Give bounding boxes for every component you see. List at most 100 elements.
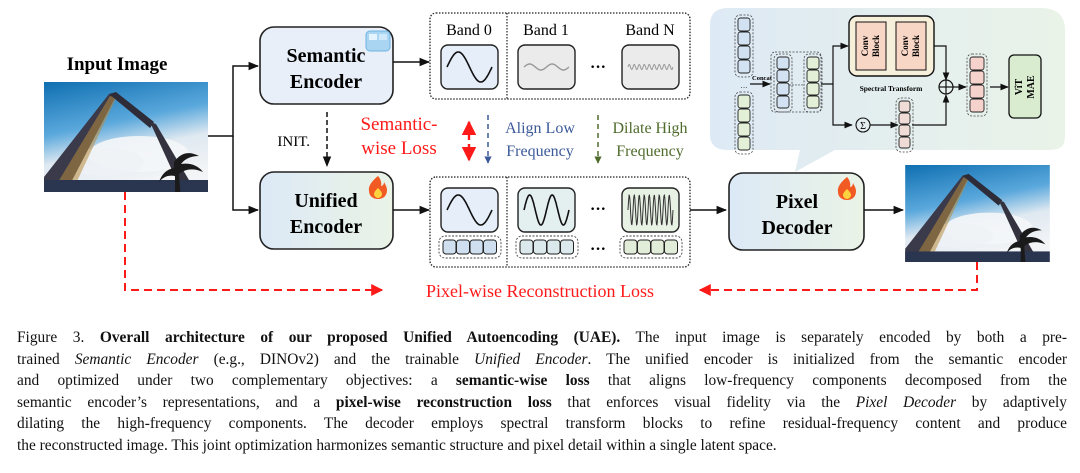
- caption-line: Figure 3. Overall architecture of our pr…: [17, 327, 1067, 349]
- caption-text: (e.g., DINOv2) and the trainable: [198, 350, 475, 368]
- token: [737, 122, 751, 137]
- token: [737, 108, 751, 123]
- token: [483, 239, 497, 255]
- fire-icon: [368, 176, 387, 199]
- unified-band-1-wave: [523, 194, 570, 226]
- token: [898, 112, 911, 125]
- pixel-decoder-block: Pixel Decoder: [728, 172, 865, 251]
- conv-block-2-line2: Block: [911, 35, 921, 57]
- token: [969, 56, 985, 71]
- token: [776, 69, 790, 83]
- concat-ellipsis: ·····: [789, 80, 804, 90]
- dilate-high-line2: Frequency: [616, 143, 684, 160]
- token: [969, 84, 985, 99]
- caption-bold-text: pixel-wise reconstruction loss: [335, 393, 552, 411]
- semantic-loss-line2: wise Loss: [361, 138, 436, 159]
- fire-icon: [837, 177, 856, 200]
- band-0-label: Band 0: [446, 22, 492, 39]
- token: [898, 100, 911, 113]
- pixel-loss-path: [124, 192, 978, 296]
- caption-text: the reconstructed image. This joint opti…: [17, 436, 777, 454]
- band-0-tokens: [438, 235, 502, 259]
- unified-band-ellipsis-bottom: ···: [590, 241, 606, 258]
- band-0-wave: [446, 51, 493, 83]
- input-split-arrows: [208, 61, 260, 215]
- token: [637, 239, 651, 255]
- init-label: INIT.: [277, 134, 310, 150]
- token: [776, 56, 790, 70]
- semantic-encoder-line2: Encoder: [290, 71, 362, 93]
- token: [560, 239, 574, 255]
- unified-encoder-line1: Unified: [294, 190, 357, 212]
- caption-line: the reconstructed image. This joint opti…: [17, 435, 1067, 457]
- figure-caption: Figure 3. Overall architecture of our pr…: [17, 327, 1067, 457]
- input-image-label: Input Image: [67, 54, 168, 75]
- token: [806, 95, 820, 109]
- token: [806, 69, 820, 83]
- caption-text: dilating the high-frequency components. …: [17, 415, 1067, 433]
- token: [519, 239, 534, 255]
- unified-encoder-line2: Encoder: [290, 216, 362, 238]
- token: [737, 31, 751, 46]
- vit-label-line1: ViT: [1014, 79, 1025, 96]
- token: [664, 239, 678, 255]
- caption-text: The input image is separately encoded by…: [620, 329, 1068, 346]
- semantic-band-decomposition: Band 0 Band 1 Band N ···: [429, 12, 691, 100]
- token: [969, 70, 985, 85]
- conv-block-2-line1: Conv: [900, 35, 910, 56]
- token: [456, 239, 470, 255]
- pixel-loss-label: Pixel-wise Reconstruction Loss: [426, 281, 654, 301]
- input-image: [44, 82, 208, 192]
- token: [969, 98, 985, 113]
- band-1-wave: [523, 63, 570, 71]
- conv-block-1-line2: Block: [871, 35, 881, 57]
- band-n-wave: [627, 63, 674, 71]
- token: [737, 45, 751, 60]
- token: [737, 59, 751, 74]
- caption-text: semantic encoder’s representations, and …: [17, 393, 336, 411]
- token: [533, 239, 547, 255]
- dilate-high-line1: Dilate High: [612, 120, 687, 137]
- caption-bold-text: Overall architecture of our proposed Uni…: [99, 329, 621, 346]
- unified-band-decomposition: ··· ···: [429, 176, 691, 268]
- unified-encoder-block: Unified Encoder: [259, 171, 394, 250]
- caption-text: trained: [17, 350, 75, 368]
- vit-label-line2: MAE: [1026, 75, 1037, 99]
- caption-line: semantic encoder’s representations, and …: [17, 392, 1067, 414]
- token: [776, 82, 790, 96]
- svg-text:···: ···: [741, 84, 748, 92]
- unified-band-ellipsis-top: ···: [590, 201, 606, 218]
- unified-band-n-wave: [627, 193, 674, 227]
- band-n-label: Band N: [625, 22, 675, 39]
- token: [650, 239, 665, 255]
- token: [898, 136, 911, 149]
- concat-label: Concat: [752, 75, 773, 82]
- unified-band-0-wave: [446, 194, 493, 226]
- align-low-line2: Frequency: [506, 143, 574, 160]
- caption-text: . The unified encoder is initialized fro…: [587, 350, 1068, 368]
- token: [737, 136, 751, 151]
- band-1-label: Band 1: [523, 22, 569, 39]
- caption-text: that enforces visual fidelity via the: [551, 393, 856, 411]
- semantic-loss-line1: Semantic-: [360, 114, 437, 135]
- token: [623, 239, 638, 255]
- token: [898, 124, 911, 137]
- pixel-decoder-line1: Pixel: [776, 191, 819, 213]
- pixel-decoder-line2: Decoder: [761, 217, 832, 239]
- semantic-encoder-block: Semantic Encoder: [259, 26, 394, 105]
- token: [776, 95, 790, 109]
- token: [737, 17, 751, 32]
- band-1-tokens: [515, 235, 579, 259]
- align-low-line1: Align Low: [505, 120, 575, 137]
- band-ellipsis: ···: [590, 59, 606, 76]
- token: [546, 239, 561, 255]
- token: [737, 94, 751, 109]
- caption-bold-text: semantic-wise loss: [455, 372, 590, 390]
- caption-line: trained Semantic Encoder (e.g., DINOv2) …: [17, 349, 1067, 371]
- caption-text: and optimized under two complementary ob…: [17, 372, 456, 390]
- spectral-transform-inset: ··· Concat ····· Conv Block Conv Block S…: [710, 8, 1065, 172]
- band-n-tokens: [619, 235, 683, 259]
- reconstructed-image: [905, 165, 1050, 262]
- token: [442, 239, 457, 255]
- ice-cube-icon: [365, 30, 391, 52]
